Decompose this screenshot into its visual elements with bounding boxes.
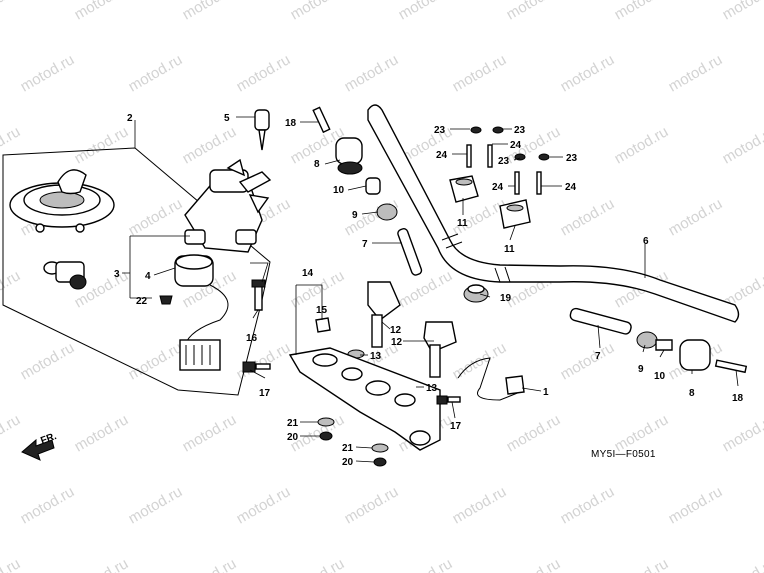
callout-19: 19 xyxy=(500,293,512,304)
callout-11-right: 11 xyxy=(504,244,515,255)
watermark-text: motod.ru xyxy=(720,411,764,455)
right-bar-end xyxy=(569,307,748,374)
ignition-group xyxy=(2,109,272,396)
watermark-text: motod.ru xyxy=(342,51,402,95)
callout-1: 1 xyxy=(543,387,549,398)
callout-4: 4 xyxy=(145,271,151,282)
callout-23-d: 23 xyxy=(566,153,578,164)
callouts: 2 5 18 8 10 9 7 3 4 22 16 17 14 15 12 12… xyxy=(114,113,744,468)
watermark-text: motod.ru xyxy=(180,0,240,23)
watermark-text: motod.ru xyxy=(612,0,672,23)
watermark-text: motod.ru xyxy=(18,51,78,95)
callout-8-left: 8 xyxy=(314,159,320,170)
watermark-text: motod.ru xyxy=(72,123,132,167)
callout-20-left: 20 xyxy=(287,432,299,443)
callout-24-d: 24 xyxy=(565,182,577,193)
top-bridge xyxy=(242,281,525,467)
callout-7-left: 7 xyxy=(362,239,368,250)
watermark-text: motod.ru xyxy=(0,555,23,573)
callout-15: 15 xyxy=(316,305,328,316)
watermark-text: motod.ru xyxy=(18,339,78,383)
watermark-text: motod.ru xyxy=(396,555,456,573)
callout-23-b: 23 xyxy=(514,125,526,136)
callout-10-left: 10 xyxy=(333,185,345,196)
watermark-text: motod.ru xyxy=(720,123,764,167)
watermark-text: motod.ru xyxy=(504,555,564,573)
watermark-text: motod.ru xyxy=(288,555,348,573)
watermark-text: motod.ru xyxy=(612,123,672,167)
left-bar-end xyxy=(312,106,489,303)
callout-24-c: 24 xyxy=(492,182,504,193)
watermark-text: motod.ru xyxy=(396,267,456,311)
callout-6: 6 xyxy=(643,236,649,247)
watermark-text: motod.ru xyxy=(72,0,132,23)
callout-14: 14 xyxy=(302,268,314,279)
direction-label: FR. xyxy=(39,431,58,447)
watermark-text: motod.ru xyxy=(720,555,764,573)
callout-22: 22 xyxy=(136,296,148,307)
watermark-text: motod.ru xyxy=(72,411,132,455)
callout-7-right: 7 xyxy=(595,351,601,362)
callout-17-right: 17 xyxy=(450,421,462,432)
callout-21-right: 21 xyxy=(342,443,354,454)
watermark-text: motod.ru xyxy=(666,195,726,239)
front-direction-arrow xyxy=(21,438,55,461)
watermark-text: motod.ru xyxy=(180,123,240,167)
callout-11-left: 11 xyxy=(457,218,468,229)
callout-18-right: 18 xyxy=(732,393,744,404)
callout-23-c: 23 xyxy=(498,156,510,167)
callout-21-left: 21 xyxy=(287,418,299,429)
watermark-text: motod.ru xyxy=(288,0,348,23)
watermark-text: motod.ru xyxy=(720,0,764,23)
callout-9-right: 9 xyxy=(638,364,644,375)
watermark-text: motod.ru xyxy=(126,483,186,527)
watermark-text: motod.ru xyxy=(180,555,240,573)
callout-2: 2 xyxy=(127,113,133,124)
watermark-text: motod.ru xyxy=(612,555,672,573)
watermark-text: motod.ru xyxy=(234,483,294,527)
callout-23-a: 23 xyxy=(434,125,446,136)
watermark-text: motod.ru xyxy=(0,411,23,455)
watermark-text: motod.ru xyxy=(666,51,726,95)
watermark-text: motod.ru xyxy=(450,483,510,527)
watermark-text: motod.ru xyxy=(558,339,618,383)
watermark-text: motod.ru xyxy=(234,51,294,95)
callout-13-left: 13 xyxy=(370,351,382,362)
callout-10-right: 10 xyxy=(654,371,666,382)
callout-24-a: 24 xyxy=(436,150,448,161)
callout-18-left: 18 xyxy=(285,118,297,129)
callout-24-b: 24 xyxy=(510,140,522,151)
callout-20-right: 20 xyxy=(342,457,354,468)
handlebar xyxy=(367,104,740,323)
callout-5: 5 xyxy=(224,113,230,124)
callout-17-left: 17 xyxy=(259,388,271,399)
watermark-text: motod.ru xyxy=(72,555,132,573)
watermark-text: motod.ru xyxy=(342,483,402,527)
watermark-text: motod.ru xyxy=(666,483,726,527)
callout-8-right: 8 xyxy=(689,388,695,399)
callout-9-left: 9 xyxy=(352,210,358,221)
callout-3: 3 xyxy=(114,269,120,280)
upper-holders xyxy=(449,126,550,229)
callout-16: 16 xyxy=(246,333,258,344)
watermark-text: motod.ru xyxy=(18,483,78,527)
watermark-text: motod.ru xyxy=(126,51,186,95)
watermark-text: motod.ru xyxy=(396,0,456,23)
diagram-code: MY5I—F0501 xyxy=(591,449,656,460)
watermark-text: motod.ru xyxy=(504,411,564,455)
watermark-text: motod.ru xyxy=(558,51,618,95)
watermark-text: motod.ru xyxy=(126,195,186,239)
watermark-text: motod.ru xyxy=(450,51,510,95)
callout-12-right: 12 xyxy=(391,337,403,348)
watermark-text: motod.ru xyxy=(0,0,23,23)
watermark-text: motod.ru xyxy=(504,0,564,23)
watermark-text: motod.ru xyxy=(558,483,618,527)
callout-12-left: 12 xyxy=(390,325,402,336)
watermark-text: motod.ru xyxy=(180,411,240,455)
leader-lines xyxy=(122,116,739,463)
callout-13-right: 13 xyxy=(426,383,438,394)
watermark-text: motod.ru xyxy=(126,339,186,383)
watermark-text: motod.ru xyxy=(558,195,618,239)
